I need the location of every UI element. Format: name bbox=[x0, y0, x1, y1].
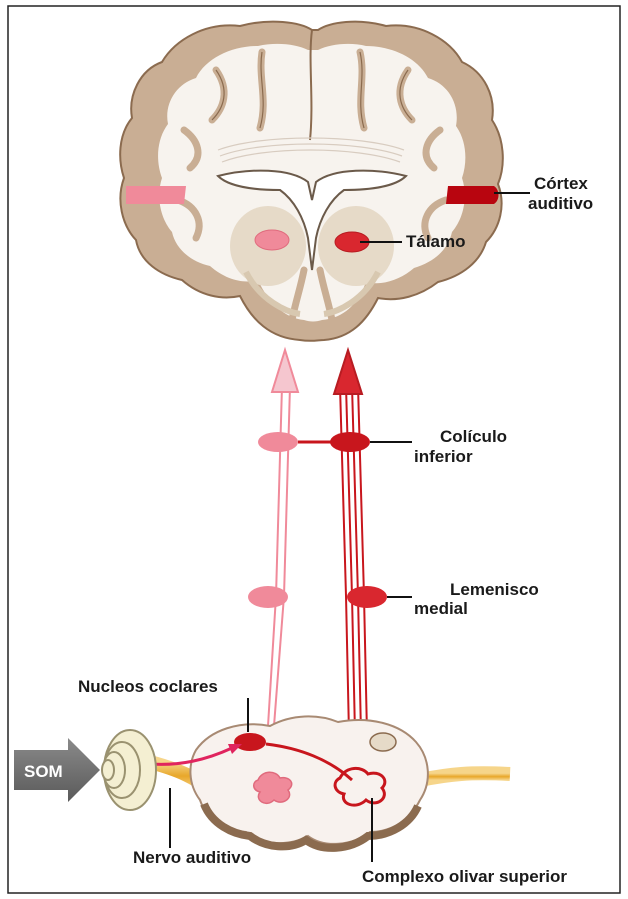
dark-pathway bbox=[334, 350, 368, 780]
dark-pathway-arrowhead bbox=[334, 350, 362, 394]
ascending-auditory-pathways bbox=[248, 350, 387, 780]
cortex-label-line2: auditivo bbox=[528, 194, 593, 213]
brainstem bbox=[150, 716, 510, 847]
left-auditory-cortex bbox=[126, 186, 186, 204]
sound-label: SOM bbox=[24, 762, 63, 781]
colliculus-label-line2: inferior bbox=[414, 447, 473, 466]
brain-coronal-section bbox=[120, 22, 503, 341]
right-auditory-cortex bbox=[446, 186, 499, 204]
sound-arrow: SOM bbox=[14, 738, 100, 802]
light-pathway bbox=[268, 350, 298, 726]
left-thalamus bbox=[255, 230, 289, 250]
cochlea-core bbox=[102, 760, 114, 780]
cochlear-nucleus bbox=[234, 733, 266, 751]
longitudinal-fissure bbox=[310, 30, 312, 140]
left-lateral-lemniscus bbox=[248, 586, 288, 608]
left-inferior-colliculus bbox=[258, 432, 298, 452]
fourth-ventricle bbox=[370, 733, 396, 751]
colliculus-label-line1: Colículo bbox=[440, 427, 507, 446]
cochlear-nuclei-label: Nucleos coclares bbox=[78, 677, 218, 696]
right-lateral-lemniscus bbox=[347, 586, 387, 608]
cortex-label-line1: Córtex bbox=[534, 174, 588, 193]
light-pathway-arrowhead bbox=[272, 350, 298, 392]
lemniscus-label-line1: Lemenisco bbox=[450, 580, 539, 599]
auditory-nerve-label: Nervo auditivo bbox=[133, 848, 251, 867]
cochlea bbox=[102, 730, 156, 810]
superior-olive-label: Complexo olivar superior bbox=[362, 867, 567, 886]
thalamus-label: Tálamo bbox=[406, 232, 466, 251]
lemniscus-label-line2: medial bbox=[414, 599, 468, 618]
right-inferior-colliculus bbox=[330, 432, 370, 452]
right-auditory-nerve bbox=[420, 773, 510, 780]
